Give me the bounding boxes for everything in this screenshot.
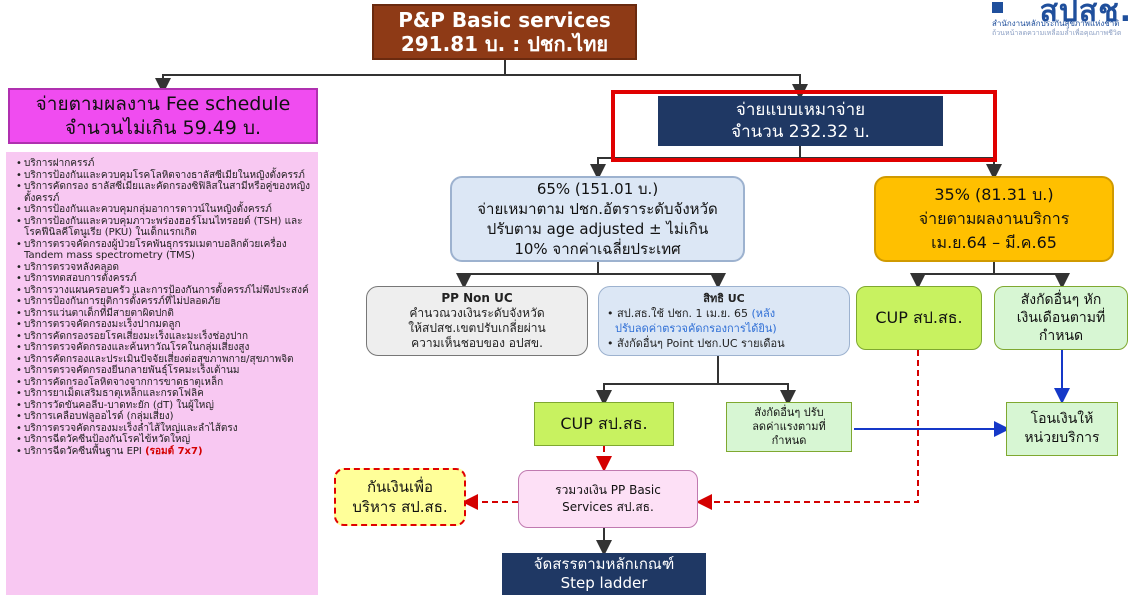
pct35-line-2: จ่ายตามผลงานบริการ bbox=[918, 209, 1070, 228]
list-item: บริการคัดกรองโลหิตจางจากการขาดธาตุเหล็ก bbox=[16, 377, 312, 389]
pp-non-uc-line-1: คำนวณวงเงินระดับจังหวัด bbox=[409, 306, 545, 320]
pp-non-uc-line-3: ความเห็นชอบของ อปสข. bbox=[411, 336, 543, 350]
list-item: บริการเคลือบฟลูออไรด์ (กลุ่มเสี่ยง) bbox=[16, 411, 312, 423]
list-item: บริการฉีดวัคซีนพื้นฐาน EPI (รอมต์ 7x7) bbox=[16, 446, 312, 458]
pool-line-2: Services สป.สธ. bbox=[562, 500, 654, 514]
list-item: บริการฉีดวัคซีนป้องกันโรคไข้หวัดใหญ่ bbox=[16, 434, 312, 446]
list-item: บริการป้องกันและควบคุมภาวะพร่องฮอร์โมนไท… bbox=[16, 216, 312, 239]
list-item: บริการตรวจหลังคลอด bbox=[16, 262, 312, 274]
transfer-line-1: โอนเงินให้ bbox=[1030, 411, 1094, 427]
other-labor-line-1: สังกัดอื่นๆ ปรับ bbox=[754, 406, 824, 419]
cup-moph-mid-label: CUP สป.สธ. bbox=[560, 413, 648, 433]
pct65-line-4: 10% จากค่าเฉลี่ยประเทศ bbox=[514, 240, 681, 258]
list-item: บริการแว่นตาเด็กที่มีสายตาผิดปกติ bbox=[16, 308, 312, 320]
pct65-box: 65% (151.01 บ.) จ่ายเหมาตาม ปชก.อัตราระด… bbox=[450, 176, 745, 262]
cup-moph-mid-box: CUP สป.สธ. bbox=[534, 402, 674, 446]
logo-square-icon bbox=[992, 2, 1003, 13]
logo-mark: สปสช. bbox=[1039, 0, 1132, 29]
service-epi: บริการฉีดวัคซีนพื้นฐาน EPI bbox=[24, 445, 142, 457]
list-item: บริการวัดขันคอลีบ-บาดทะยัก (dT) ในผู้ใหญ… bbox=[16, 400, 312, 412]
pp-basic-amount: 291.81 บ. : ปชก.ไทย bbox=[400, 32, 609, 56]
other-agencies-labor-box: สังกัดอื่นๆ ปรับ ลดค่าแรงตามที่ กำหนด bbox=[726, 402, 852, 452]
pool-line-1: รวมวงเงิน PP Basic bbox=[555, 483, 661, 497]
list-item: บริการป้องกันการยุติการตั้งครรภ์ที่ไม่ปล… bbox=[16, 296, 312, 308]
list-item: บริการตรวจคัดกรองมะเร็งปากมดลูก bbox=[16, 319, 312, 331]
other-labor-line-2: ลดค่าแรงตามที่ bbox=[752, 420, 826, 433]
uc-bullet-2-text: สังกัดอื่นๆ Point ปชก.UC รายเดือน bbox=[617, 337, 785, 350]
cup-moph-right-box: CUP สป.สธ. bbox=[856, 286, 982, 350]
list-item: บริการยาเม็ดเสริมธาตุเหล็กและกรดโฟลิค bbox=[16, 388, 312, 400]
list-item: บริการฝากครรภ์ bbox=[16, 158, 312, 170]
reserve-fund-box: กันเงินเพื่อ บริหาร สป.สธ. bbox=[334, 468, 466, 526]
fee-schedule-amount: จำนวนไม่เกิน 59.49 บ. bbox=[64, 117, 262, 139]
uc-rights-box: สิทธิ UC • สป.สธ.ใช้ ปชก. 1 เม.ย. 65 (หล… bbox=[598, 286, 850, 356]
transfer-to-units-box: โอนเงินให้ หน่วยบริการ bbox=[1006, 402, 1118, 456]
nhso-logo: สปสช. สำนักงานหลักประกันสุขภาพแห่งชาติ ถ… bbox=[976, 0, 1138, 40]
logo-line-2: ถ้วนหน้าลดความเหลื่อมล้ำเพื่อคุณภาพชีวิต bbox=[992, 29, 1122, 37]
list-item: บริการตรวจคัดกรองมะเร็งลำไส้ใหญ่และลำไส้… bbox=[16, 423, 312, 435]
pct65-amount: 65% (151.01 บ.) bbox=[536, 180, 659, 198]
list-item: บริการป้องกันและควบคุมโรคโลหิตจางธาลัสซี… bbox=[16, 170, 312, 182]
uc-bullet-2: • สังกัดอื่นๆ Point ปชก.UC รายเดือน bbox=[607, 337, 785, 350]
other-agencies-salary-box: สังกัดอื่นๆ หัก เงินเดือนตามที่ กำหนด bbox=[994, 286, 1128, 350]
pct35-box: 35% (81.31 บ.) จ่ายตามผลงานบริการ เม.ย.6… bbox=[874, 176, 1114, 262]
uc-bullet-1-note-cont: ปรับลดค่าตรวจคัดกรองการได้ยิน) bbox=[615, 322, 777, 335]
service-epi-note: (รอมต์ 7x7) bbox=[145, 445, 203, 457]
uc-bullet-1-note: (หลัง bbox=[751, 307, 776, 320]
transfer-line-2: หน่วยบริการ bbox=[1024, 430, 1100, 446]
pp-non-uc-title: PP Non UC bbox=[441, 291, 513, 305]
uc-bullet-1-text: สป.สธ.ใช้ ปชก. 1 เม.ย. 65 bbox=[617, 307, 752, 320]
cup-moph-right-label: CUP สป.สธ. bbox=[875, 307, 963, 327]
list-item: บริการตรวจคัดกรองและค้นหาวัณโรคในกลุ่มเส… bbox=[16, 342, 312, 354]
pp-basic-services-box: P&P Basic services 291.81 บ. : ปชก.ไทย bbox=[372, 4, 637, 60]
list-item: บริการตรวจคัดกรองผู้ป่วยโรคพันธุกรรมเมตา… bbox=[16, 239, 312, 262]
list-item: บริการป้องกันและควบคุมกลุ่มอาการดาวน์ในห… bbox=[16, 204, 312, 216]
reserve-line-2: บริหาร สป.สธ. bbox=[352, 498, 448, 516]
pct65-line-3: ปรับตาม age adjusted ± ไม่เกิน bbox=[486, 220, 709, 238]
pp-non-uc-line-2: ให้สปสช.เขตปรับเกลี่ยผ่าน bbox=[408, 321, 546, 335]
alloc-line-1: จัดสรรตามหลักเกณฑ์ bbox=[533, 555, 675, 573]
other-salary-line-1: สังกัดอื่นๆ หัก bbox=[1020, 292, 1102, 308]
other-labor-line-3: กำหนด bbox=[771, 434, 807, 447]
alloc-line-2: Step ladder bbox=[560, 574, 648, 592]
list-item: บริการวางแผนครอบครัว และการป้องกันการตั้… bbox=[16, 285, 312, 297]
uc-title: สิทธิ UC bbox=[703, 292, 745, 305]
list-item: บริการตรวจคัดกรองยีนกลายพันธุ์โรคมะเร็งเ… bbox=[16, 365, 312, 377]
pct65-line-2: จ่ายเหมาตาม ปชก.อัตราระดับจังหวัด bbox=[477, 200, 718, 218]
pp-basic-pool-box: รวมวงเงิน PP Basic Services สป.สธ. bbox=[518, 470, 698, 528]
list-item: บริการทดสอบการตั้งครรภ์ bbox=[16, 273, 312, 285]
pct35-amount: 35% (81.31 บ.) bbox=[934, 185, 1054, 204]
logo-line-1: สำนักงานหลักประกันสุขภาพแห่งชาติ bbox=[992, 19, 1120, 28]
other-salary-line-2: เงินเดือนตามที่ bbox=[1016, 310, 1106, 326]
capitation-amount: จำนวน 232.32 บ. bbox=[731, 122, 870, 142]
capitation-title: จ่ายแบบเหมาจ่าย bbox=[735, 100, 866, 120]
pct35-line-3: เม.ย.64 – มี.ค.65 bbox=[931, 233, 1057, 252]
uc-bullet-1: • สป.สธ.ใช้ ปชก. 1 เม.ย. 65 (หลัง bbox=[607, 307, 776, 320]
fee-schedule-services-list: บริการฝากครรภ์ บริการป้องกันและควบคุมโรค… bbox=[6, 152, 318, 595]
other-salary-line-3: กำหนด bbox=[1038, 328, 1084, 344]
fee-schedule-box: จ่ายตามผลงาน Fee schedule จำนวนไม่เกิน 5… bbox=[8, 88, 318, 144]
fee-schedule-title: จ่ายตามผลงาน Fee schedule bbox=[35, 93, 291, 115]
list-item: บริการคัดกรองรอยโรคเสี่ยงมะเร็งและมะเร็ง… bbox=[16, 331, 312, 343]
pp-non-uc-box: PP Non UC คำนวณวงเงินระดับจังหวัด ให้สปส… bbox=[366, 286, 588, 356]
list-item: บริการคัดกรอง ธาลัสซีเมียและคัดกรองซิฟิล… bbox=[16, 181, 312, 204]
list-item: บริการคัดกรองและประเมินปัจจัยเสี่ยงต่อสุ… bbox=[16, 354, 312, 366]
capitation-box: จ่ายแบบเหมาจ่าย จำนวน 232.32 บ. bbox=[658, 96, 943, 146]
pp-basic-title: P&P Basic services bbox=[398, 8, 611, 32]
reserve-line-1: กันเงินเพื่อ bbox=[366, 478, 434, 496]
step-ladder-allocation-box: จัดสรรตามหลักเกณฑ์ Step ladder bbox=[502, 553, 706, 595]
capitation-highlight-frame bbox=[611, 90, 997, 162]
